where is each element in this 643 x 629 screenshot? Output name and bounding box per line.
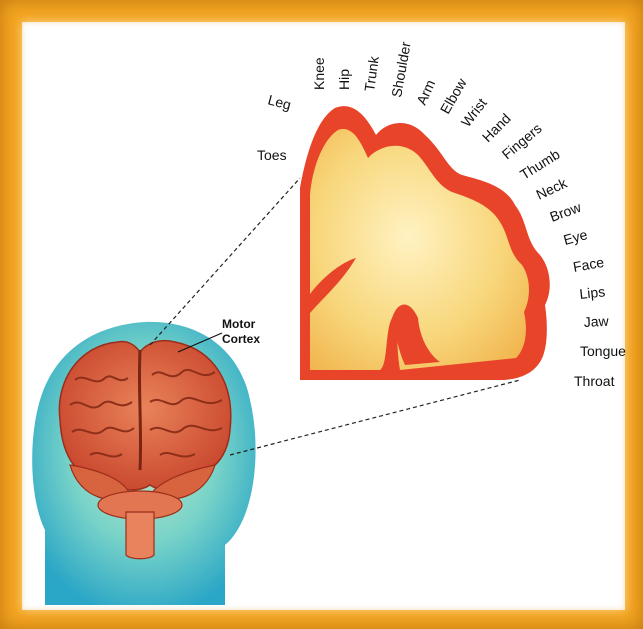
label-leg: Leg bbox=[266, 91, 293, 113]
label-wrist: Wrist bbox=[458, 95, 490, 130]
label-tongue: Tongue bbox=[580, 343, 626, 359]
callout-label-line2: Cortex bbox=[222, 332, 260, 346]
label-neck: Neck bbox=[534, 174, 571, 202]
label-shoulder: Shoulder bbox=[388, 40, 414, 98]
label-hip: Hip bbox=[336, 69, 352, 90]
callout-label-line1: Motor bbox=[222, 317, 256, 331]
label-arm: Arm bbox=[413, 77, 438, 107]
label-face: Face bbox=[572, 254, 606, 275]
label-trunk: Trunk bbox=[361, 54, 382, 92]
label-brow: Brow bbox=[548, 199, 584, 225]
label-lips: Lips bbox=[579, 283, 606, 302]
label-eye: Eye bbox=[562, 226, 590, 248]
label-jaw: Jaw bbox=[583, 313, 610, 330]
label-toes: Toes bbox=[257, 147, 287, 163]
label-knee: Knee bbox=[311, 57, 327, 90]
label-hand: Hand bbox=[479, 110, 514, 145]
label-throat: Throat bbox=[574, 373, 615, 389]
